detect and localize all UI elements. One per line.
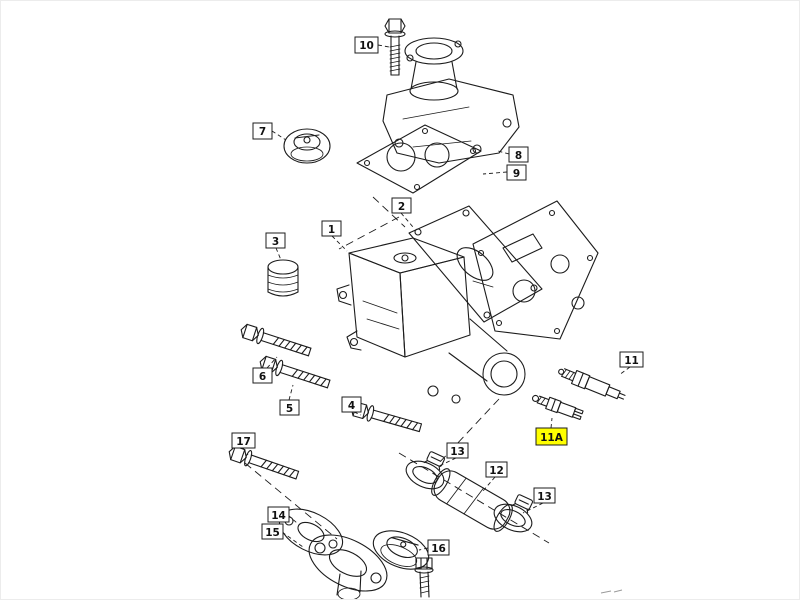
callout-15[interactable]: 15 <box>261 523 284 540</box>
callout-9[interactable]: 9 <box>506 164 527 181</box>
callout-16[interactable]: 16 <box>427 539 450 556</box>
callout-2[interactable]: 2 <box>391 197 412 214</box>
hose-clamp-13a-drawing <box>401 444 454 495</box>
bolt-bottom-drawing <box>414 557 434 598</box>
svg-text:7: 7 <box>259 126 266 138</box>
housing-gasket-drawing <box>408 205 543 323</box>
callout-13-lower[interactable]: 13 <box>533 487 556 504</box>
sensor-11-drawing <box>558 368 626 400</box>
sensor-11a-drawing <box>531 394 584 420</box>
callouts: 10 7 8 9 2 3 1 6 <box>231 36 644 556</box>
svg-text:13: 13 <box>537 491 552 503</box>
plug-3-drawing <box>267 259 299 297</box>
flange-15-drawing <box>308 534 388 599</box>
leader-lines <box>242 44 631 551</box>
svg-text:16: 16 <box>431 543 446 555</box>
callout-13-upper[interactable]: 13 <box>446 442 469 459</box>
bolt-6a-drawing <box>238 321 313 361</box>
svg-text:1: 1 <box>328 224 335 236</box>
svg-text:12: 12 <box>489 465 504 477</box>
svg-text:10: 10 <box>359 40 374 52</box>
callout-4[interactable]: 4 <box>341 396 362 413</box>
callout-14[interactable]: 14 <box>267 506 290 523</box>
svg-text:14: 14 <box>271 510 286 522</box>
svg-text:8: 8 <box>515 150 522 162</box>
svg-text:17: 17 <box>236 436 251 448</box>
callout-3[interactable]: 3 <box>265 232 286 249</box>
bolt-17-drawing <box>226 443 301 484</box>
svg-text:11: 11 <box>624 355 639 367</box>
thermostat-7-drawing <box>283 128 331 164</box>
thermostat-housing-drawing <box>336 237 526 404</box>
svg-text:6: 6 <box>259 371 266 383</box>
callout-8[interactable]: 8 <box>508 146 529 163</box>
bolt-10-drawing <box>384 18 406 76</box>
svg-text:3: 3 <box>272 236 279 248</box>
callout-7[interactable]: 7 <box>252 122 273 140</box>
svg-text:9: 9 <box>513 168 520 180</box>
svg-text:2: 2 <box>398 201 405 213</box>
callout-11[interactable]: 11 <box>619 351 644 368</box>
svg-text:13: 13 <box>450 446 465 458</box>
svg-text:11A: 11A <box>540 432 564 444</box>
callout-10[interactable]: 10 <box>354 36 379 54</box>
callout-6[interactable]: 6 <box>252 367 273 384</box>
mounting-plate-drawing <box>472 200 599 340</box>
assembly-axis-lines <box>244 196 550 544</box>
callout-12[interactable]: 12 <box>485 461 508 478</box>
callout-5[interactable]: 5 <box>279 399 300 416</box>
callout-11a-highlighted[interactable]: 11A <box>535 427 568 446</box>
hose-12-drawing <box>431 468 513 532</box>
outlet-gasket-drawing <box>356 124 482 194</box>
svg-text:4: 4 <box>348 400 355 412</box>
callout-1[interactable]: 1 <box>321 220 342 237</box>
svg-text:15: 15 <box>265 527 280 539</box>
corner-reference-mark <box>600 589 623 594</box>
water-outlet-housing-drawing <box>382 37 520 164</box>
callout-17[interactable]: 17 <box>231 432 256 449</box>
svg-text:5: 5 <box>286 403 293 415</box>
